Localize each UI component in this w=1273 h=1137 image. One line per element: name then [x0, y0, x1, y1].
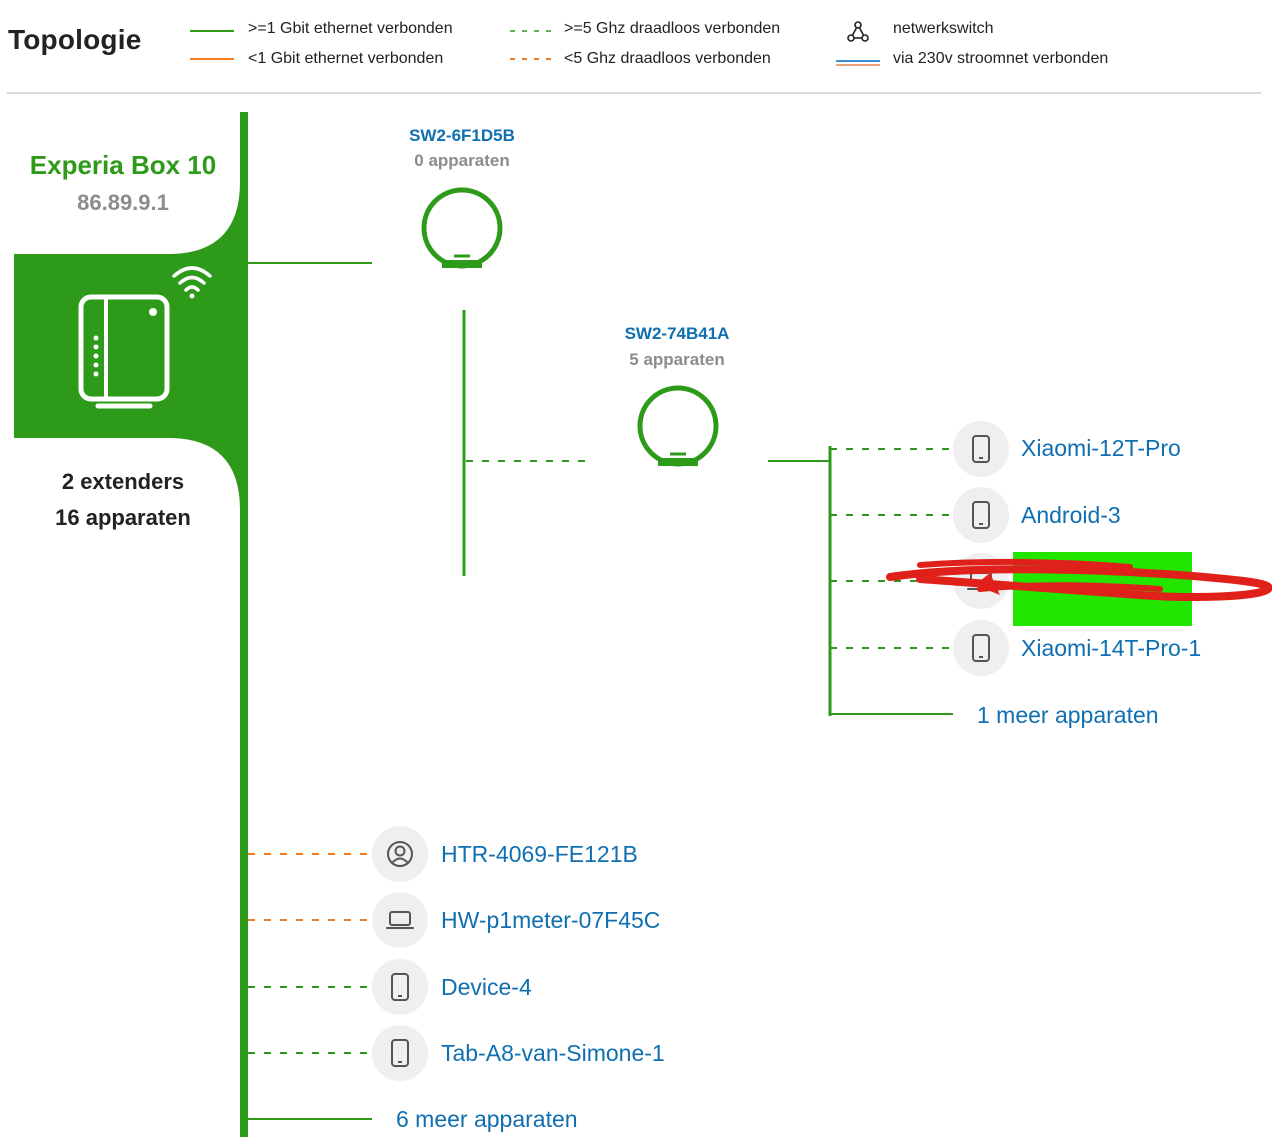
- page-title: Topologie: [8, 24, 142, 55]
- router-panel-shape: [14, 112, 246, 1137]
- router-more-devices-link[interactable]: 6 meer apparaten: [396, 1106, 578, 1132]
- phone-icon: [972, 634, 990, 662]
- extender-2-count: 5 apparaten: [629, 350, 725, 369]
- phone-icon: [391, 973, 409, 1001]
- legend-label-sub-5ghz: <5 Ghz draadloos verbonden: [564, 50, 771, 67]
- legend-label-switch: netwerkswitch: [893, 20, 994, 37]
- device-icon-xiaomi-12t[interactable]: [953, 421, 1009, 477]
- extender-1-count: 0 apparaten: [414, 151, 510, 170]
- router-name: Experia Box 10: [29, 150, 217, 180]
- device-name-device-4[interactable]: Device-4: [441, 974, 532, 1000]
- wifi-icon: [172, 266, 212, 299]
- extender-more-devices-link[interactable]: 1 meer apparaten: [977, 702, 1159, 728]
- device-name-xiaomi-14t[interactable]: Xiaomi-14T-Pro-1: [1021, 635, 1202, 661]
- device-name-hw-p1meter[interactable]: HW-p1meter-07F45C: [441, 907, 661, 933]
- extender-2-icon[interactable]: [634, 384, 722, 470]
- device-icon-device-4[interactable]: [372, 959, 428, 1015]
- legend-label-sub-gbit: <1 Gbit ethernet verbonden: [248, 50, 444, 67]
- device-name-htr[interactable]: HTR-4069-FE121B: [441, 841, 638, 867]
- router-extenders-count: 2 extenders: [61, 469, 185, 494]
- device-name-tab-a8[interactable]: Tab-A8-van-Simone-1: [441, 1040, 665, 1066]
- device-icon-htr[interactable]: [372, 826, 428, 882]
- device-name-android-3[interactable]: Android-3: [1021, 502, 1121, 528]
- user-circle-icon: [387, 841, 413, 867]
- redaction-scribble: [886, 558, 1272, 601]
- extender-1-name[interactable]: SW2-6F1D5B: [409, 126, 515, 145]
- legend-label-gbit: >=1 Gbit ethernet verbonden: [248, 20, 453, 37]
- phone-icon: [391, 1039, 409, 1067]
- phone-icon: [972, 435, 990, 463]
- header-divider: [7, 92, 1261, 94]
- extender-1-icon[interactable]: [418, 186, 506, 272]
- device-icon-tab-a8[interactable]: [372, 1025, 428, 1081]
- device-icon-hw-p1meter[interactable]: [372, 892, 428, 948]
- router-ip: 86.89.9.1: [77, 190, 169, 215]
- laptop-icon: [386, 911, 414, 929]
- router-icon[interactable]: [76, 292, 172, 410]
- phone-icon: [972, 501, 990, 529]
- device-name-xiaomi-12t[interactable]: Xiaomi-12T-Pro: [1021, 435, 1181, 461]
- device-icon-android-3[interactable]: [953, 487, 1009, 543]
- device-icon-xiaomi-14t[interactable]: [953, 620, 1009, 676]
- network-switch-icon: [847, 21, 869, 42]
- extender-2-name[interactable]: SW2-74B41A: [624, 324, 730, 343]
- router-devices-count: 16 apparaten: [55, 505, 191, 530]
- legend-label-powerline: via 230v stroomnet verbonden: [893, 50, 1109, 67]
- legend-label-5ghz: >=5 Ghz draadloos verbonden: [564, 20, 781, 37]
